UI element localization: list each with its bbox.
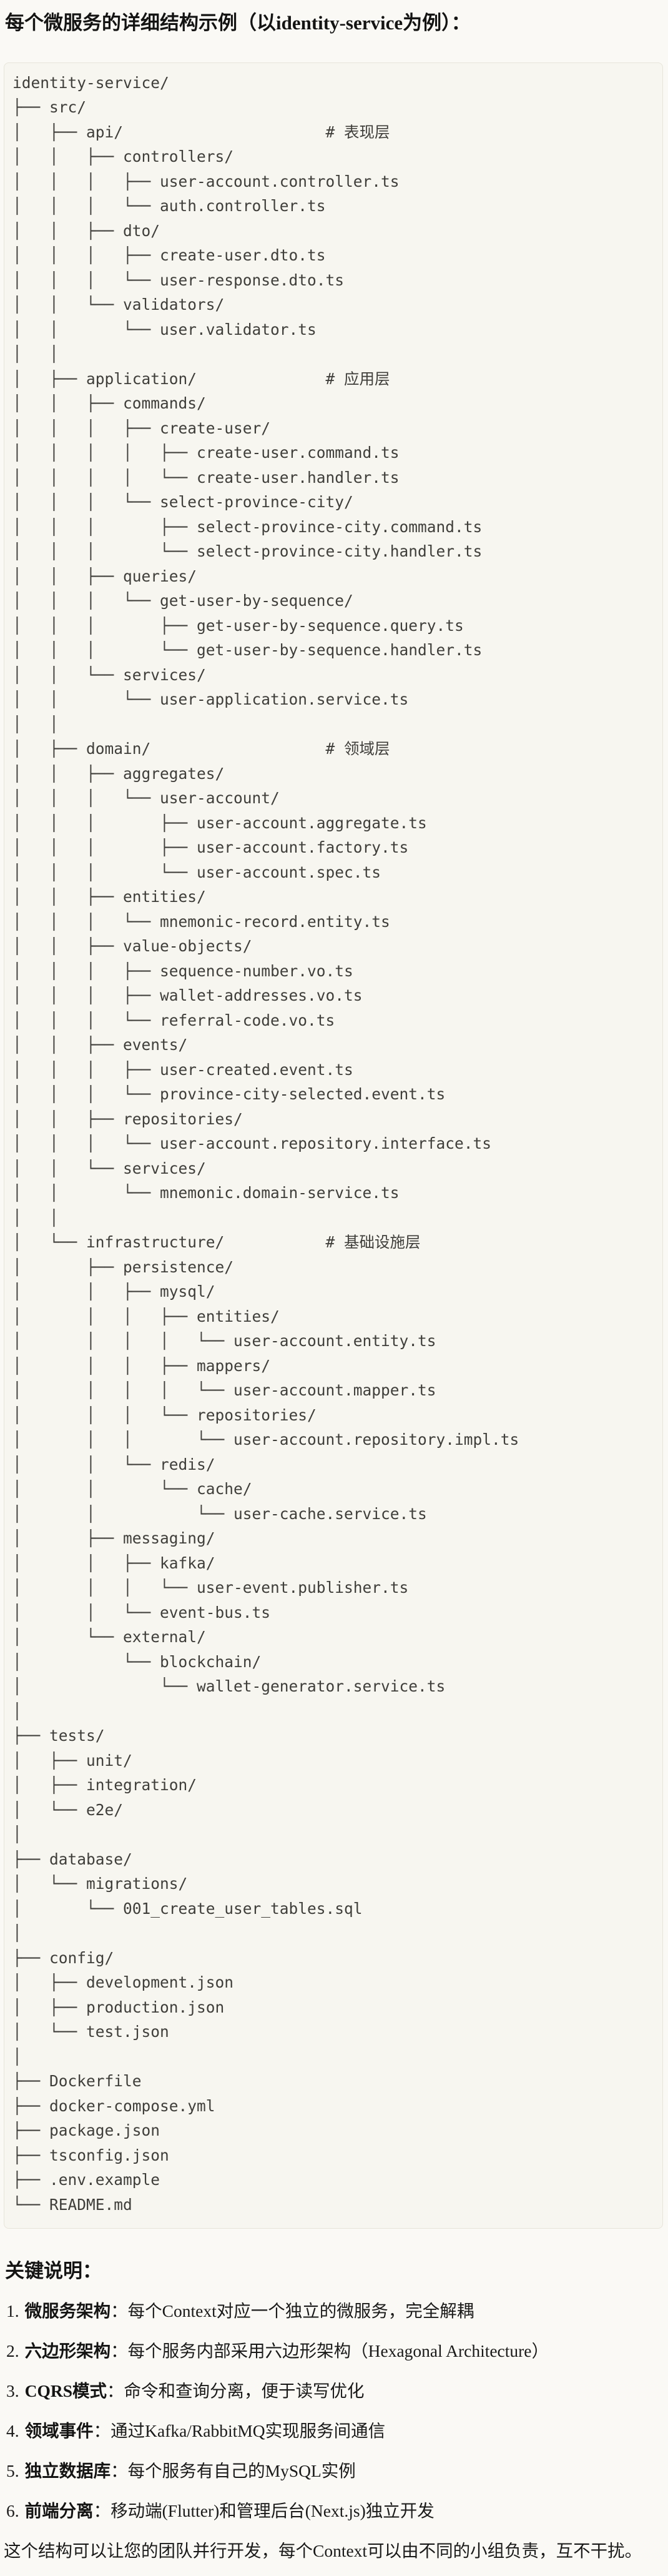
note-label: 六边形架构 (24, 2341, 111, 2361)
note-item: 6.前端分离：移动端(Flutter)和管理后台(Next.js)独立开发 (6, 2499, 663, 2523)
note-text: ：每个Context对应一个独立的微服务，完全解耦 (111, 2301, 474, 2321)
note-item: 1.微服务架构：每个Context对应一个独立的微服务，完全解耦 (6, 2299, 663, 2323)
note-number: 1. (6, 2301, 19, 2321)
note-number: 2. (6, 2341, 19, 2361)
note-label: 领域事件 (24, 2420, 94, 2440)
note-text: ：命令和查询分离，便于读写优化 (107, 2380, 365, 2400)
note-label: 独立数据库 (24, 2460, 111, 2480)
note-text: ：每个服务有自己的MySQL实例 (111, 2460, 356, 2480)
note-label: 前端分离 (24, 2500, 94, 2520)
note-item: 3.CQRS模式：命令和查询分离，便于读写优化 (6, 2379, 663, 2403)
note-text: ：每个服务内部采用六边形架构（Hexagonal Architecture） (111, 2341, 549, 2361)
note-text: ：移动端(Flutter)和管理后台(Next.js)独立开发 (93, 2500, 435, 2520)
note-text: ：通过Kafka/RabbitMQ实现服务间通信 (93, 2420, 386, 2440)
code-block-panel: identity-service/ ├── src/ │ ├── api/ # … (4, 62, 663, 2229)
note-item: 5.独立数据库：每个服务有自己的MySQL实例 (6, 2459, 663, 2483)
note-item: 4.领域事件：通过Kafka/RabbitMQ实现服务间通信 (6, 2419, 663, 2443)
note-label: CQRS模式 (24, 2380, 107, 2400)
page-title: 每个微服务的详细结构示例（以identity-service为例）： (5, 12, 471, 34)
notes-list: 1.微服务架构：每个Context对应一个独立的微服务，完全解耦 2.六边形架构… (4, 2299, 663, 2523)
directory-tree: identity-service/ ├── src/ │ ├── api/ # … (12, 73, 519, 2214)
note-item: 2.六边形架构：每个服务内部采用六边形架构（Hexagonal Architec… (6, 2339, 663, 2363)
closing-paragraph: 这个结构可以让您的团队并行开发，每个Context可以由不同的小组负责，互不干扰… (4, 2540, 642, 2560)
note-label: 微服务架构 (24, 2301, 111, 2321)
notes-heading: 关键说明： (5, 2260, 102, 2282)
note-number: 4. (6, 2420, 19, 2440)
note-number: 5. (6, 2460, 19, 2480)
note-number: 6. (6, 2500, 19, 2520)
note-number: 3. (6, 2380, 19, 2400)
